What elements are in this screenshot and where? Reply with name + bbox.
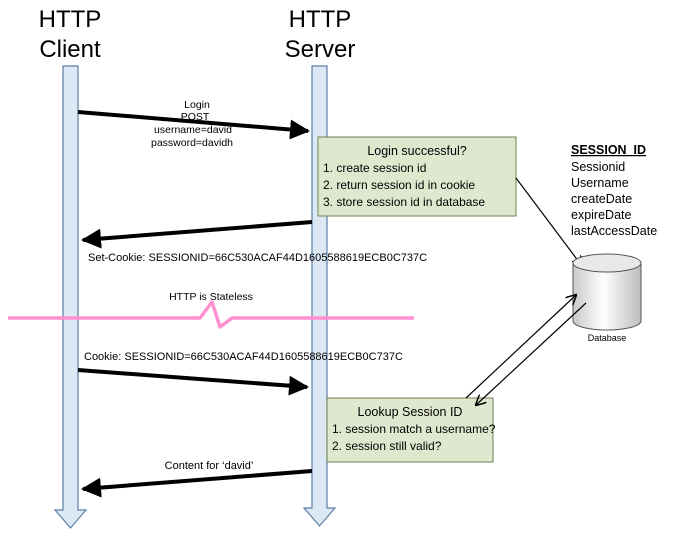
session-field-5: lastAccessDate — [571, 224, 657, 238]
login-successful-box — [317, 136, 517, 217]
login-request-line2: POST — [181, 111, 210, 123]
set-cookie-label: Set-Cookie: SESSIONID=66C530ACAF44D16055… — [88, 252, 427, 264]
set-cookie-response-arrow — [81, 220, 313, 249]
client-lifeline — [53, 65, 88, 529]
login-box-title: Login successful? — [367, 144, 466, 158]
lookup-box-item-1: 1. session match a username? — [332, 422, 496, 436]
server-title-line1: HTTP — [289, 6, 352, 33]
lookup-result-arrow — [476, 302, 587, 405]
login-request-arrow — [77, 110, 310, 140]
stateless-divider — [8, 300, 414, 329]
content-response-arrow — [81, 469, 313, 498]
session-field-1: Sessionid — [571, 160, 625, 174]
server-title-line2: Server — [285, 36, 356, 63]
database-label: Database — [588, 333, 627, 343]
stateless-label: HTTP is Stateless — [169, 291, 253, 303]
session-field-3: createDate — [571, 192, 632, 206]
content-response-label: Content for ‘david’ — [165, 460, 254, 472]
lookup-box-item-2: 2. session still valid? — [332, 439, 442, 453]
client-title-line1: HTTP — [39, 6, 102, 33]
session-table-title: SESSION_ID — [571, 143, 646, 157]
cookie-request-label: Cookie: SESSIONID=66C530ACAF44D160558861… — [84, 351, 403, 363]
client-title-line2: Client — [39, 36, 101, 63]
session-field-2: Username — [571, 176, 629, 190]
database-icon — [572, 253, 642, 331]
store-to-database-arrow — [515, 177, 582, 266]
login-request-line3: username=david — [154, 124, 232, 136]
login-box-item-2: 2. return session id in cookie — [323, 178, 475, 192]
login-box-item-1: 1. create session id — [323, 161, 426, 175]
login-request-line1: Login — [184, 99, 210, 111]
lookup-session-box — [326, 397, 494, 463]
lookup-box-title: Lookup Session ID — [358, 405, 463, 419]
cookie-request-arrow — [77, 368, 309, 396]
login-request-line4: password=davidh — [151, 137, 233, 149]
login-box-item-3: 3. store session id in database — [323, 195, 485, 209]
lookup-query-arrow — [465, 295, 576, 399]
session-field-4: expireDate — [571, 208, 631, 222]
